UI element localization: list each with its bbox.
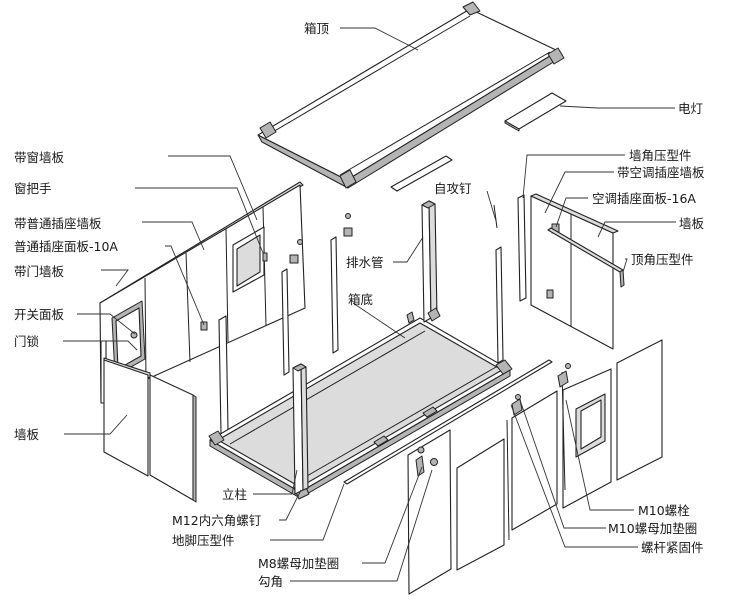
- label-corner-piece: 勾角: [258, 574, 283, 589]
- roof-panel: [257, 1, 565, 189]
- label-m8-nut-washer: M8螺母加垫圈: [258, 556, 339, 571]
- right-back-wall: [517, 193, 625, 350]
- label-column: 立柱: [222, 487, 247, 502]
- label-door-wall: 带门墙板: [14, 264, 65, 279]
- labels: 箱顶 电灯 墙角压型件 带窗墙板 带空调插座墙板 窗把手 自攻钉 空调插座面板-…: [14, 21, 705, 589]
- left-wall-assembly: [99, 181, 306, 503]
- label-wall-panel-right: 墙板: [679, 216, 705, 231]
- label-light: 电灯: [678, 101, 703, 116]
- leader-lines: [63, 27, 676, 582]
- label-drain-pipe: 排水管: [346, 255, 384, 270]
- roof-trim-strip: [390, 155, 453, 192]
- label-floor-frame: 箱底: [348, 292, 373, 307]
- floor-frame: [208, 317, 513, 500]
- label-window-wall: 带窗墙板: [14, 150, 65, 165]
- label-tie-rod-fastener: 螺杆紧固件: [641, 540, 704, 555]
- rear-column: [406, 200, 441, 324]
- label-door-lock: 门锁: [14, 334, 40, 349]
- label-top-corner-strip: 顶角压型件: [631, 252, 694, 267]
- label-switch-panel: 开关面板: [14, 307, 65, 322]
- label-socket-wall: 带普通插座墙板: [14, 216, 102, 231]
- front-column: [292, 363, 309, 495]
- label-corner-strip: 墙角压型件: [629, 148, 692, 163]
- label-wall-panel-left: 墙板: [14, 427, 40, 442]
- label-floor-strip: 地脚压型件: [172, 533, 235, 548]
- label-m10-bolt: M10螺栓: [638, 503, 690, 518]
- label-roof: 箱顶: [304, 21, 330, 36]
- label-ac-socket-panel: 空调插座面板-16A: [592, 191, 696, 206]
- light-fixture: [504, 92, 567, 132]
- corner-post-right: [495, 246, 504, 364]
- label-self-tapping-screw: 自攻钉: [434, 181, 472, 196]
- corner-posts-left: [218, 236, 339, 435]
- label-window-handle: 窗把手: [14, 181, 52, 196]
- label-m10-nut-washer: M10螺母加垫圈: [608, 521, 697, 536]
- fasteners-top: [289, 204, 498, 264]
- label-m12-screw: M12内六角螺钉: [172, 513, 262, 528]
- label-ac-socket-wall: 带空调插座墙板: [617, 165, 705, 180]
- label-socket-panel: 普通插座面板-10A: [14, 239, 118, 254]
